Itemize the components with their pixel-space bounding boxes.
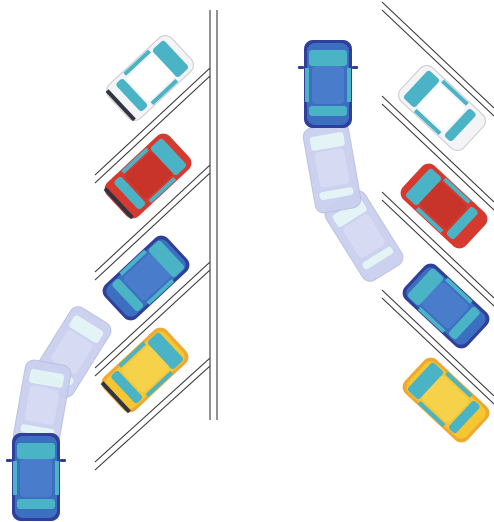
right-white-car — [395, 62, 489, 154]
right-ghost-car-1 — [302, 122, 362, 215]
left-parking-lot — [6, 10, 217, 521]
left-white-car — [103, 32, 197, 124]
left-blue-car-moving — [6, 433, 66, 521]
right-blue-car-parked — [399, 260, 493, 352]
right-yellow-car — [399, 354, 493, 446]
right-blue-car-moving — [298, 40, 358, 128]
right-red-car — [397, 160, 491, 252]
left-red-car — [101, 130, 195, 222]
right-parking-lot — [298, 2, 494, 446]
left-yellow-car — [98, 324, 192, 416]
left-blue-car-parked — [99, 232, 193, 324]
